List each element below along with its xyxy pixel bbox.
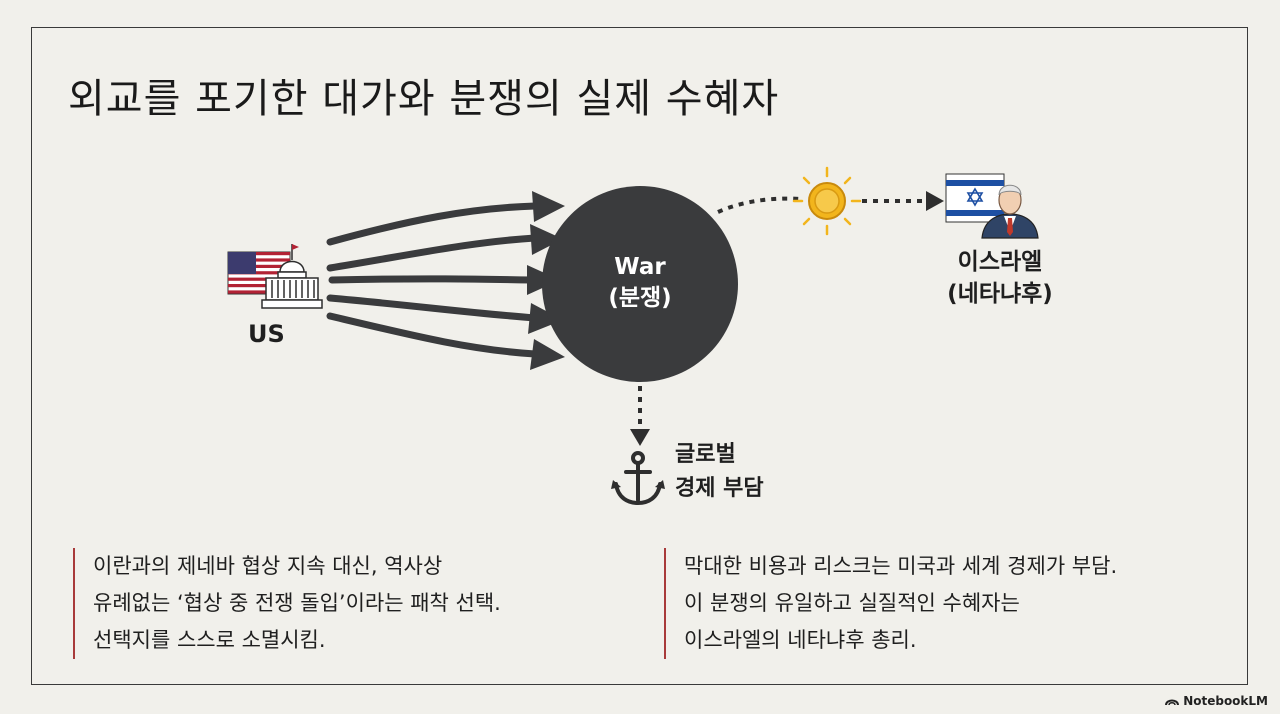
note-left-line: 선택지를 스스로 소멸시킴. [93,628,326,652]
person [981,184,1039,239]
note-right-line: 막대한 비용과 리스크는 미국과 세계 경제가 부담. [684,554,1118,578]
arrow-heads [527,191,565,370]
war-label-line2: (분쟁) [608,285,672,311]
note-left-line: 유례없는 ‘협상 중 전쟁 돌입’이라는 패착 선택. [93,591,501,615]
arrow-2 [326,234,539,272]
anchor-arrow-head [630,429,650,446]
global-label-line2: 경제 부담 [675,476,764,501]
slide-frame [31,27,1248,685]
global-burden-label: 글로벌 경제 부담 [675,438,764,506]
note-right-line: 이 분쟁의 유일하고 실질적인 수혜자는 [684,591,1020,615]
us-label: US [248,320,285,348]
war-circle [542,186,738,382]
israel-arrow-head [926,191,944,211]
global-label-line1: 글로벌 [675,442,736,467]
brand-text: NotebookLM [1183,694,1268,708]
slide-title: 외교를 포기한 대가와 분쟁의 실제 수혜자 [68,76,780,122]
arrow-3 [328,275,536,284]
gold-coin-icon [792,166,862,236]
anchor-icon [611,451,665,506]
arrow-5 [326,312,539,358]
us-flag-capitol-icon [227,244,323,309]
israel-label-line2: (네타냐후) [947,281,1053,307]
arrow-4 [326,294,539,322]
israel-label: 이스라엘 (네타냐후) [920,246,1080,310]
us-to-war-arrows [326,202,539,358]
us-flag [227,251,291,295]
war-label-line1: War [614,254,666,280]
capitol-building [261,244,323,309]
note-left: 이란과의 제네바 협상 지속 대신, 역사상 유례없는 ‘협상 중 전쟁 돌입’… [73,548,501,659]
israel-flag-person-icon [945,173,1039,239]
note-left-line: 이란과의 제네바 협상 지속 대신, 역사상 [93,554,443,578]
brand-watermark: NotebookLM [1165,694,1268,708]
notebooklm-logo-icon [1165,699,1180,706]
israel-label-line1: 이스라엘 [957,249,1043,275]
note-right: 막대한 비용과 리스크는 미국과 세계 경제가 부담. 이 분쟁의 유일하고 실… [664,548,1117,659]
war-to-coin-dotted [717,196,801,214]
note-right-line: 이스라엘의 네타냐후 총리. [684,628,917,652]
war-label: War (분쟁) [560,252,720,314]
arrow-1 [326,202,539,246]
israel-flag [945,173,1005,223]
